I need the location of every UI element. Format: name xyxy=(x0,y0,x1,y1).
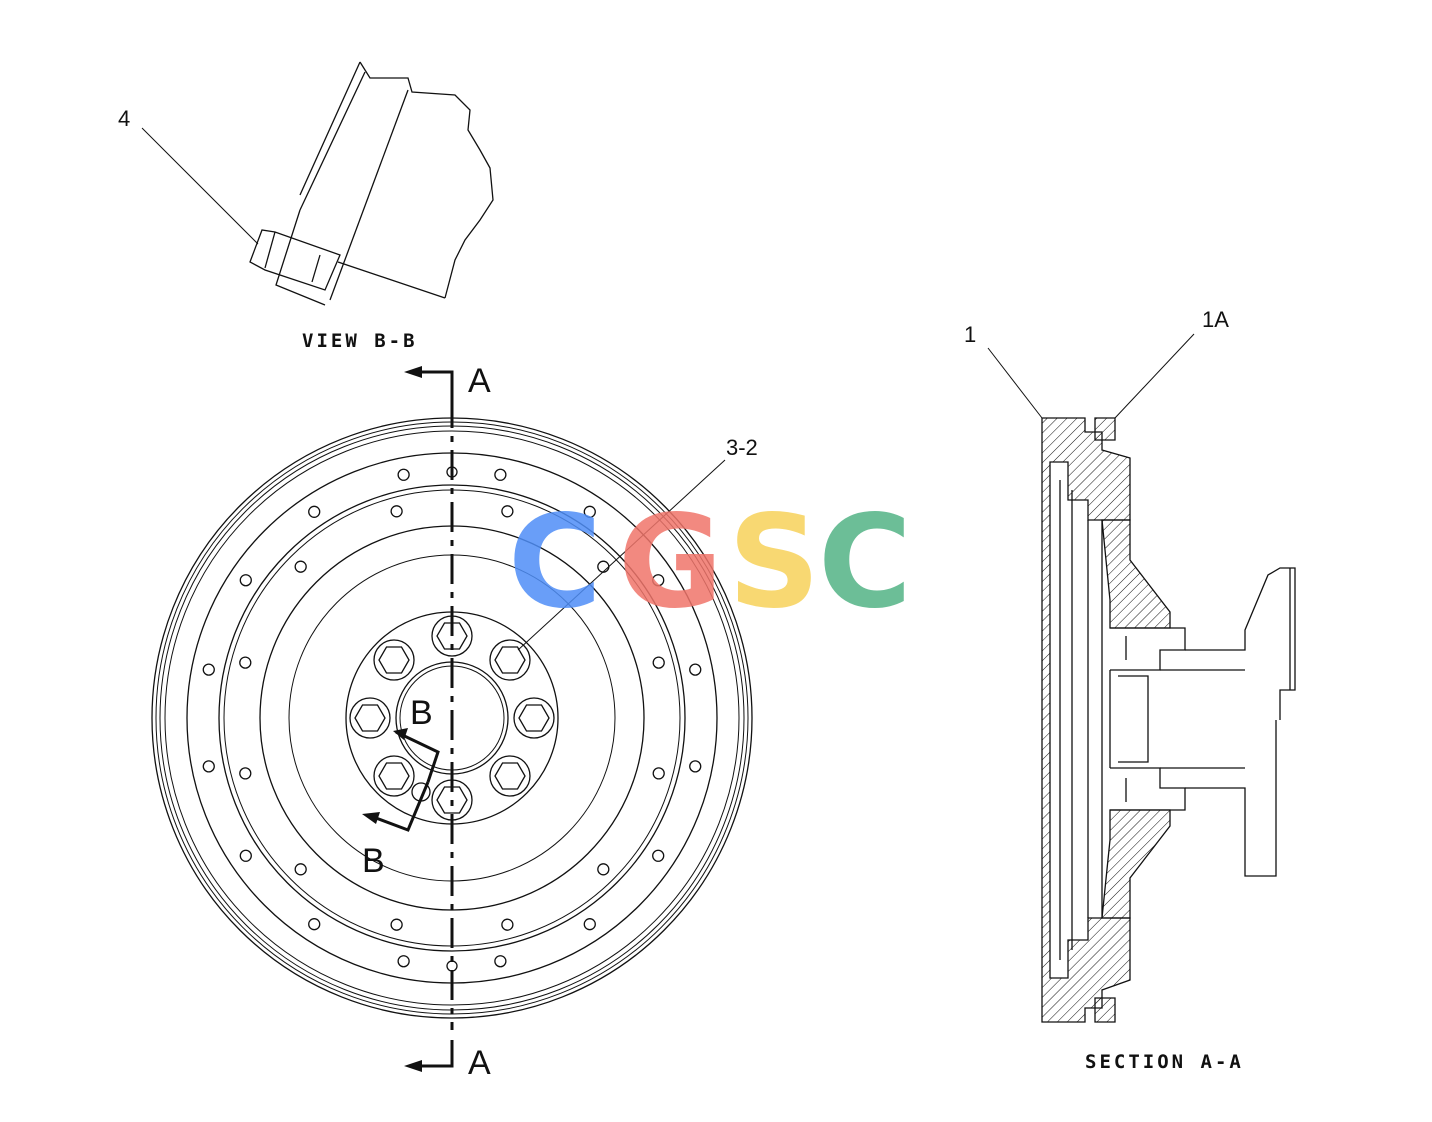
hex-bolt xyxy=(489,639,531,681)
hex-bolt xyxy=(489,755,531,797)
callout-1a: 1A xyxy=(1202,307,1229,332)
inner-bolt-hole xyxy=(390,505,403,518)
inner-bolt-hole xyxy=(239,656,252,669)
callout-4-leader xyxy=(141,127,259,245)
inner-bolt-hole xyxy=(294,560,307,573)
inner-bolt-hole xyxy=(652,767,665,780)
watermark-letter-g: G xyxy=(618,488,723,637)
section-arrow-top xyxy=(418,370,454,398)
section-arrow-bottom xyxy=(418,1040,454,1068)
inner-bolt-holes xyxy=(239,505,665,931)
outer-bolt-hole xyxy=(689,663,702,676)
outer-bolt-hole xyxy=(308,918,321,931)
outer-bolt-hole xyxy=(583,918,596,931)
hex-bolt xyxy=(513,697,555,739)
view-arrow-upper xyxy=(395,730,440,783)
inner-bolt-hole xyxy=(501,505,514,518)
view-bb-detail: 4 VIEW B-B xyxy=(118,61,494,352)
hub-hex-bolts xyxy=(349,615,555,821)
inner-bolt-hole xyxy=(597,863,610,876)
hex-bolt xyxy=(373,639,415,681)
view-arrow-lower xyxy=(375,781,430,832)
view-mark-lower: B xyxy=(362,842,385,880)
callout-1: 1 xyxy=(964,322,976,347)
callout-1a-leader xyxy=(1114,333,1195,419)
bottom-dowel-hole xyxy=(446,960,458,972)
watermark-letter-s: S xyxy=(728,488,820,637)
cgsc-watermark: C G S C xyxy=(508,488,912,637)
outer-bolt-hole xyxy=(689,760,702,773)
callout-3-2: 3-2 xyxy=(726,435,758,460)
section-aa-caption: SECTION A-A xyxy=(1085,1051,1244,1073)
watermark-letter-c2: C xyxy=(818,488,912,637)
outer-bolt-hole xyxy=(494,468,507,481)
outer-bolt-hole xyxy=(583,505,596,518)
outer-bolt-hole xyxy=(397,468,410,481)
callout-4: 4 xyxy=(118,106,130,131)
outer-bolt-holes xyxy=(202,468,702,968)
section-mark-top: A xyxy=(468,362,491,400)
outer-bolt-hole xyxy=(494,955,507,968)
outer-bolt-hole xyxy=(308,505,321,518)
watermark-letter-c: C xyxy=(508,488,602,637)
outer-bolt-hole xyxy=(239,849,252,862)
outer-bolt-hole xyxy=(652,849,665,862)
outer-bolt-hole xyxy=(239,574,252,587)
outer-bolt-hole xyxy=(202,663,215,676)
view-bb-caption: VIEW B-B xyxy=(302,330,418,352)
hex-bolt xyxy=(373,755,415,797)
outer-bolt-hole xyxy=(652,574,665,587)
inner-bolt-hole xyxy=(294,863,307,876)
section-aa-view: 1 1A SECTION A-A xyxy=(964,307,1296,1073)
section-mark-bottom: A xyxy=(468,1044,491,1082)
callout-1-leader xyxy=(987,347,1043,419)
inner-bolt-hole xyxy=(652,656,665,669)
inner-bolt-hole xyxy=(239,767,252,780)
flywheel-front-view: A A B B 3-2 xyxy=(151,362,758,1082)
inner-bolt-hole xyxy=(390,918,403,931)
outer-bolt-hole xyxy=(397,955,410,968)
view-mark-upper: B xyxy=(410,694,433,732)
hex-bolt xyxy=(349,697,391,739)
outer-bolt-hole xyxy=(202,760,215,773)
callout-3-2-leader xyxy=(517,459,726,651)
inner-bolt-hole xyxy=(501,918,514,931)
